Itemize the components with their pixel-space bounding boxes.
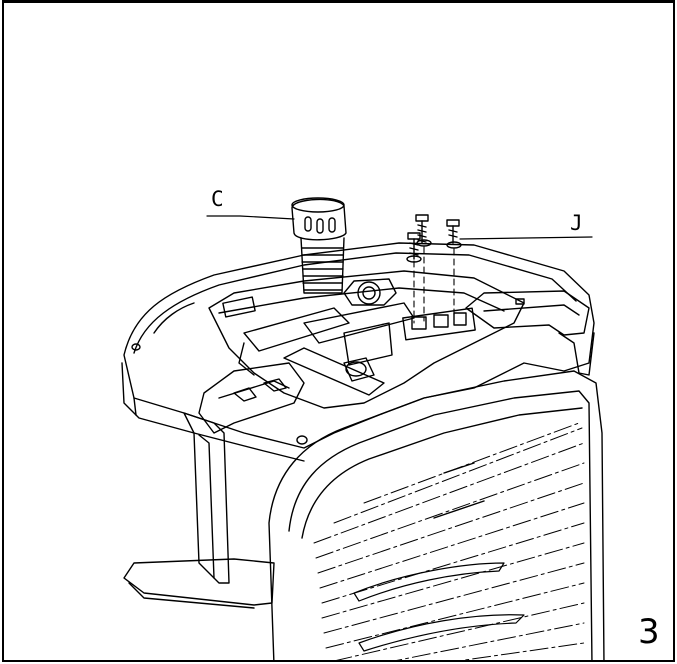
gas-lift-knob xyxy=(291,197,347,294)
chair-assembly-drawing xyxy=(121,197,605,660)
callout-label-c: C xyxy=(211,187,224,211)
screws xyxy=(406,214,462,263)
backrest xyxy=(268,370,605,660)
callout-j-leader xyxy=(459,236,593,240)
right-armrest xyxy=(465,290,595,376)
callout-c-leader xyxy=(206,215,295,220)
page-number: 3 xyxy=(638,612,660,652)
callout-label-j: J xyxy=(570,211,583,235)
left-armrest xyxy=(123,362,305,609)
alignment-lines xyxy=(413,246,455,324)
